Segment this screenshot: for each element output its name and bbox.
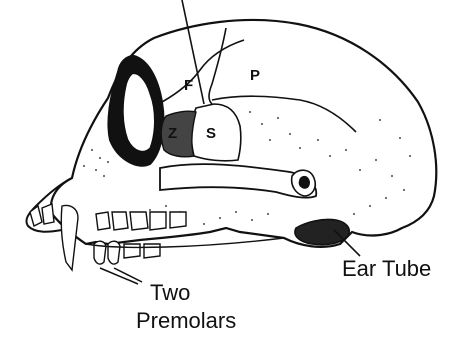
premolars-label-line2: Premolars [136, 308, 236, 333]
label-frontal: F [184, 77, 193, 94]
zygomatic-outline [161, 111, 196, 157]
label-zygomatic: Z [168, 125, 177, 142]
molar-upper-1 [130, 212, 148, 230]
sphenoid-outline [191, 104, 241, 161]
molar-lower-2 [144, 244, 160, 258]
brow-line [162, 40, 244, 102]
premolars-label-line1: Two [150, 280, 190, 305]
premolar-lower-2 [108, 241, 120, 264]
premolar-upper-2 [112, 212, 128, 230]
frontal-parietal-suture [209, 28, 226, 104]
incisor-2 [42, 204, 54, 224]
label-parietal: P [250, 67, 260, 84]
premolar-lower-1 [94, 241, 106, 264]
premolar-upper-1 [96, 212, 110, 230]
molar-lower-1 [124, 244, 140, 258]
parietal-squamosal-suture [212, 96, 356, 132]
molar-upper-2 [150, 212, 166, 230]
label-sphenoid: S [206, 125, 216, 142]
ear-tube-shape [295, 219, 349, 244]
ear-tube-label: Ear Tube [342, 256, 431, 281]
lower-teeth [94, 241, 160, 264]
canine-tooth [61, 206, 78, 271]
molar-upper-3 [170, 212, 186, 228]
